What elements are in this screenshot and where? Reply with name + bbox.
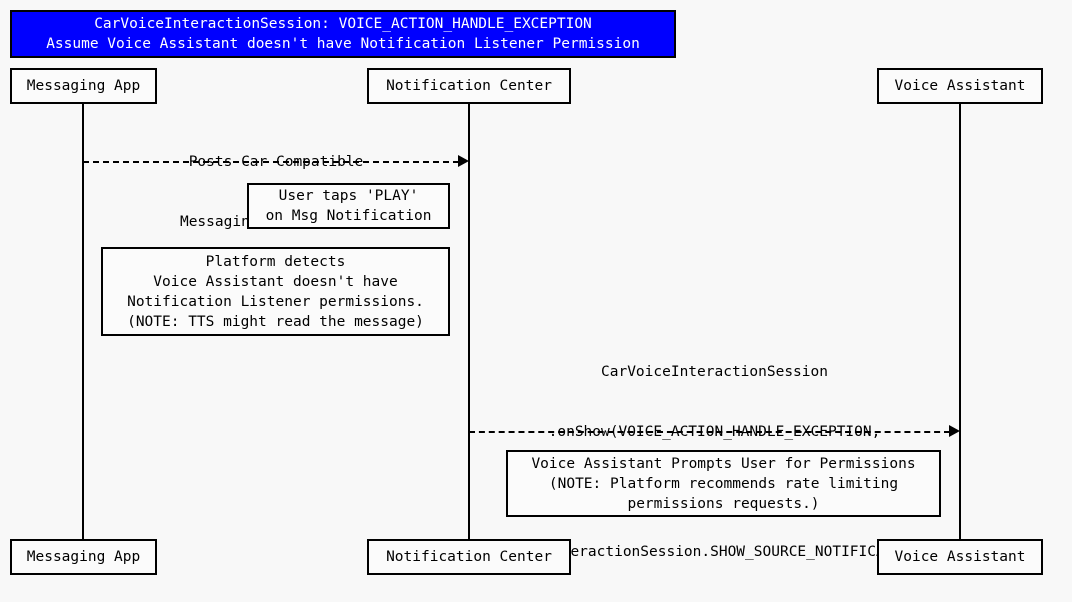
diagram-title-line-2: Assume Voice Assistant doesn't have Noti…	[46, 36, 640, 52]
participant-label-voice-assistant-bottom: Voice Assistant	[894, 549, 1026, 565]
participant-label-messaging-app-top: Messaging App	[26, 78, 141, 94]
note-prompts-user-line-2: (NOTE: Platform recommends rate limiting	[548, 475, 899, 492]
note-platform-detects-line-3: Notification Listener permissions.	[127, 293, 424, 310]
message-arrow-post-notification	[83, 161, 459, 163]
note-user-taps-play-line-1: User taps 'PLAY'	[278, 188, 419, 204]
diagram-title-banner: CarVoiceInteractionSession: VOICE_ACTION…	[10, 10, 676, 58]
participant-box-messaging-app-top[interactable]: Messaging App	[10, 68, 157, 104]
participant-label-voice-assistant-top: Voice Assistant	[894, 78, 1026, 94]
participant-label-messaging-app-bottom: Messaging App	[26, 549, 141, 565]
participant-box-voice-assistant-bottom[interactable]: Voice Assistant	[877, 539, 1043, 575]
participant-box-messaging-app-bottom[interactable]: Messaging App	[10, 539, 157, 575]
message-label-on-show-line-4: VoiceInteractionSession.SHOW_SOURCE_NOTI…	[500, 544, 929, 560]
note-platform-detects-line-4: (NOTE: TTS might read the message)	[127, 313, 424, 330]
diagram-title-line-1: CarVoiceInteractionSession: VOICE_ACTION…	[94, 16, 592, 32]
note-user-taps-play-line-2: on Msg Notification	[265, 208, 432, 224]
note-prompts-user: Voice Assistant Prompts User for Permiss…	[506, 450, 941, 517]
message-arrowhead-on-show	[949, 425, 960, 437]
participant-box-notification-center-bottom[interactable]: Notification Center	[367, 539, 571, 575]
lifeline-messaging-app	[82, 104, 84, 539]
note-prompts-user-line-3: permissions requests.)	[627, 495, 820, 512]
message-label-on-show-line-1: CarVoiceInteractionSession	[601, 364, 828, 380]
participant-label-notification-center-top: Notification Center	[386, 78, 552, 94]
note-platform-detects-line-1: Platform detects	[205, 253, 346, 270]
message-arrow-on-show	[469, 431, 950, 433]
note-platform-detects: Platform detects Voice Assistant doesn't…	[101, 247, 450, 336]
participant-box-notification-center-top[interactable]: Notification Center	[367, 68, 571, 104]
participant-label-notification-center-bottom: Notification Center	[386, 549, 552, 565]
note-platform-detects-line-2: Voice Assistant doesn't have	[153, 273, 398, 290]
lifeline-notification-center	[468, 104, 470, 539]
message-arrowhead-post-notification	[458, 155, 469, 167]
note-prompts-user-line-1: Voice Assistant Prompts User for Permiss…	[531, 455, 916, 472]
note-user-taps-play: User taps 'PLAY' on Msg Notification	[247, 183, 450, 229]
lifeline-voice-assistant	[959, 104, 961, 539]
participant-box-voice-assistant-top[interactable]: Voice Assistant	[877, 68, 1043, 104]
